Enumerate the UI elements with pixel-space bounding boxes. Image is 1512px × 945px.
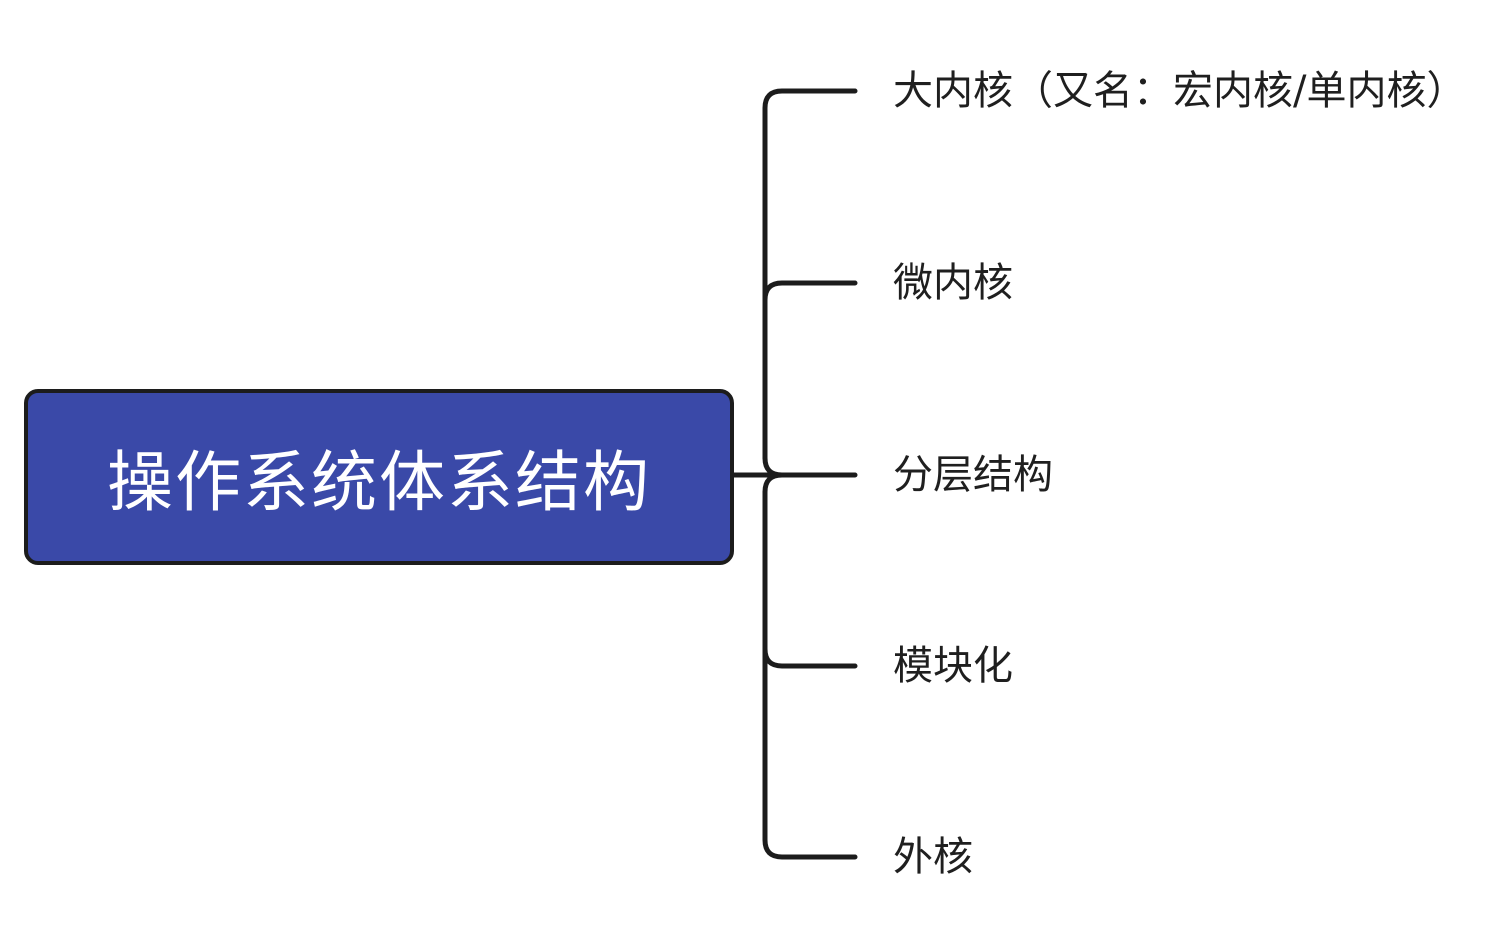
spine-mid-lower — [762, 472, 785, 495]
connector-branch-1 — [762, 88, 858, 461]
branch-label-modular: 模块化 — [893, 643, 1013, 689]
connector-branch-4 — [762, 489, 858, 669]
branch-label-monolithic-kernel: 大内核（又名：宏内核/单内核） — [893, 68, 1467, 114]
root-node-label: 操作系统体系结构 — [107, 444, 651, 521]
connector-branch-2 — [762, 280, 858, 303]
spine-mid-upper — [762, 455, 785, 478]
branch-label-exokernel: 外核 — [893, 834, 973, 880]
branch-label-layered-structure: 分层结构 — [893, 452, 1053, 498]
connector-branch-5 — [762, 646, 858, 860]
branch-label-microkernel: 微内核 — [893, 260, 1013, 306]
root-node: 操作系统体系结构 — [24, 389, 734, 565]
